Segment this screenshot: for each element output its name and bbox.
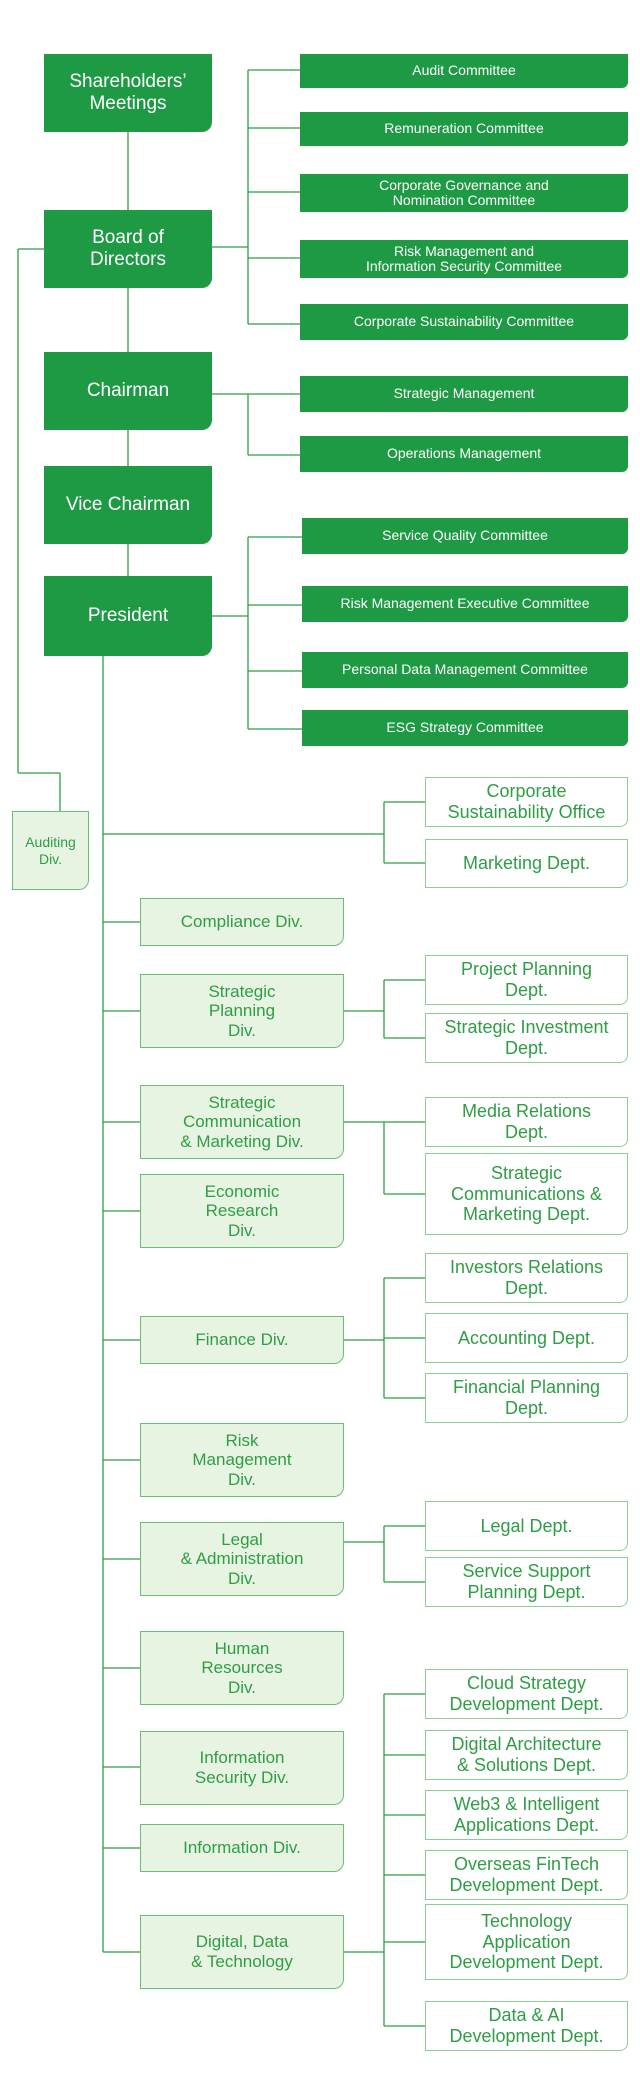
- financial-planning-dept-box: Financial Planning Dept.: [425, 1373, 628, 1423]
- strategic-investment-dept-box: Strategic Investment Dept.: [425, 1013, 628, 1063]
- corporate-sustainability-committee-box: Corporate Sustainability Committee: [300, 304, 628, 340]
- remuneration-committee-box: Remuneration Committee: [300, 112, 628, 146]
- esg-strategy-committee-box: ESG Strategy Committee: [302, 710, 628, 746]
- strategic-communications-marketing-dept-box: Strategic Communications & Marketing Dep…: [425, 1153, 628, 1235]
- president-box: President: [44, 576, 212, 656]
- information-security-division-box: Information Security Div.: [140, 1731, 344, 1805]
- marketing-dept-box: Marketing Dept.: [425, 839, 628, 888]
- cloud-strategy-development-dept-box: Cloud Strategy Development Dept.: [425, 1669, 628, 1719]
- risk-management-division-box: Risk Management Div.: [140, 1423, 344, 1497]
- digital-architecture-solutions-dept-box: Digital Architecture & Solutions Dept.: [425, 1730, 628, 1780]
- personal-data-management-committee-box: Personal Data Management Committee: [302, 652, 628, 688]
- strategic-management-box: Strategic Management: [300, 376, 628, 412]
- corporate-sustainability-office-box: Corporate Sustainability Office: [425, 777, 628, 827]
- risk-management-committee-box: Risk Management and Information Security…: [300, 240, 628, 278]
- vice-chairman-box: Vice Chairman: [44, 466, 212, 544]
- data-ai-development-dept-box: Data & AI Development Dept.: [425, 2001, 628, 2051]
- human-resources-division-box: Human Resources Div.: [140, 1631, 344, 1705]
- media-relations-dept-box: Media Relations Dept.: [425, 1097, 628, 1147]
- strategic-planning-division-box: Strategic Planning Div.: [140, 974, 344, 1048]
- service-support-planning-dept-box: Service Support Planning Dept.: [425, 1557, 628, 1607]
- risk-management-executive-committee-box: Risk Management Executive Committee: [302, 586, 628, 622]
- corporate-governance-committee-box: Corporate Governance and Nomination Comm…: [300, 174, 628, 212]
- operations-management-box: Operations Management: [300, 436, 628, 472]
- information-division-box: Information Div.: [140, 1824, 344, 1872]
- investors-relations-dept-box: Investors Relations Dept.: [425, 1253, 628, 1303]
- web3-intelligent-applications-dept-box: Web3 & Intelligent Applications Dept.: [425, 1790, 628, 1840]
- strategic-communication-division-box: Strategic Communication & Marketing Div.: [140, 1085, 344, 1159]
- auditing-division-box: Auditing Div.: [12, 811, 89, 890]
- shareholders-meetings-box: Shareholders’ Meetings: [44, 54, 212, 132]
- service-quality-committee-box: Service Quality Committee: [302, 518, 628, 554]
- chairman-box: Chairman: [44, 352, 212, 430]
- technology-application-development-dept-box: Technology Application Development Dept.: [425, 1904, 628, 1980]
- legal-dept-box: Legal Dept.: [425, 1501, 628, 1551]
- accounting-dept-box: Accounting Dept.: [425, 1313, 628, 1363]
- board-of-directors-box: Board of Directors: [44, 210, 212, 288]
- economic-research-division-box: Economic Research Div.: [140, 1174, 344, 1248]
- finance-division-box: Finance Div.: [140, 1316, 344, 1364]
- overseas-fintech-development-dept-box: Overseas FinTech Development Dept.: [425, 1850, 628, 1900]
- digital-data-technology-division-box: Digital, Data & Technology: [140, 1915, 344, 1989]
- legal-administration-division-box: Legal & Administration Div.: [140, 1522, 344, 1596]
- compliance-division-box: Compliance Div.: [140, 898, 344, 946]
- audit-committee-box: Audit Committee: [300, 54, 628, 88]
- project-planning-dept-box: Project Planning Dept.: [425, 955, 628, 1005]
